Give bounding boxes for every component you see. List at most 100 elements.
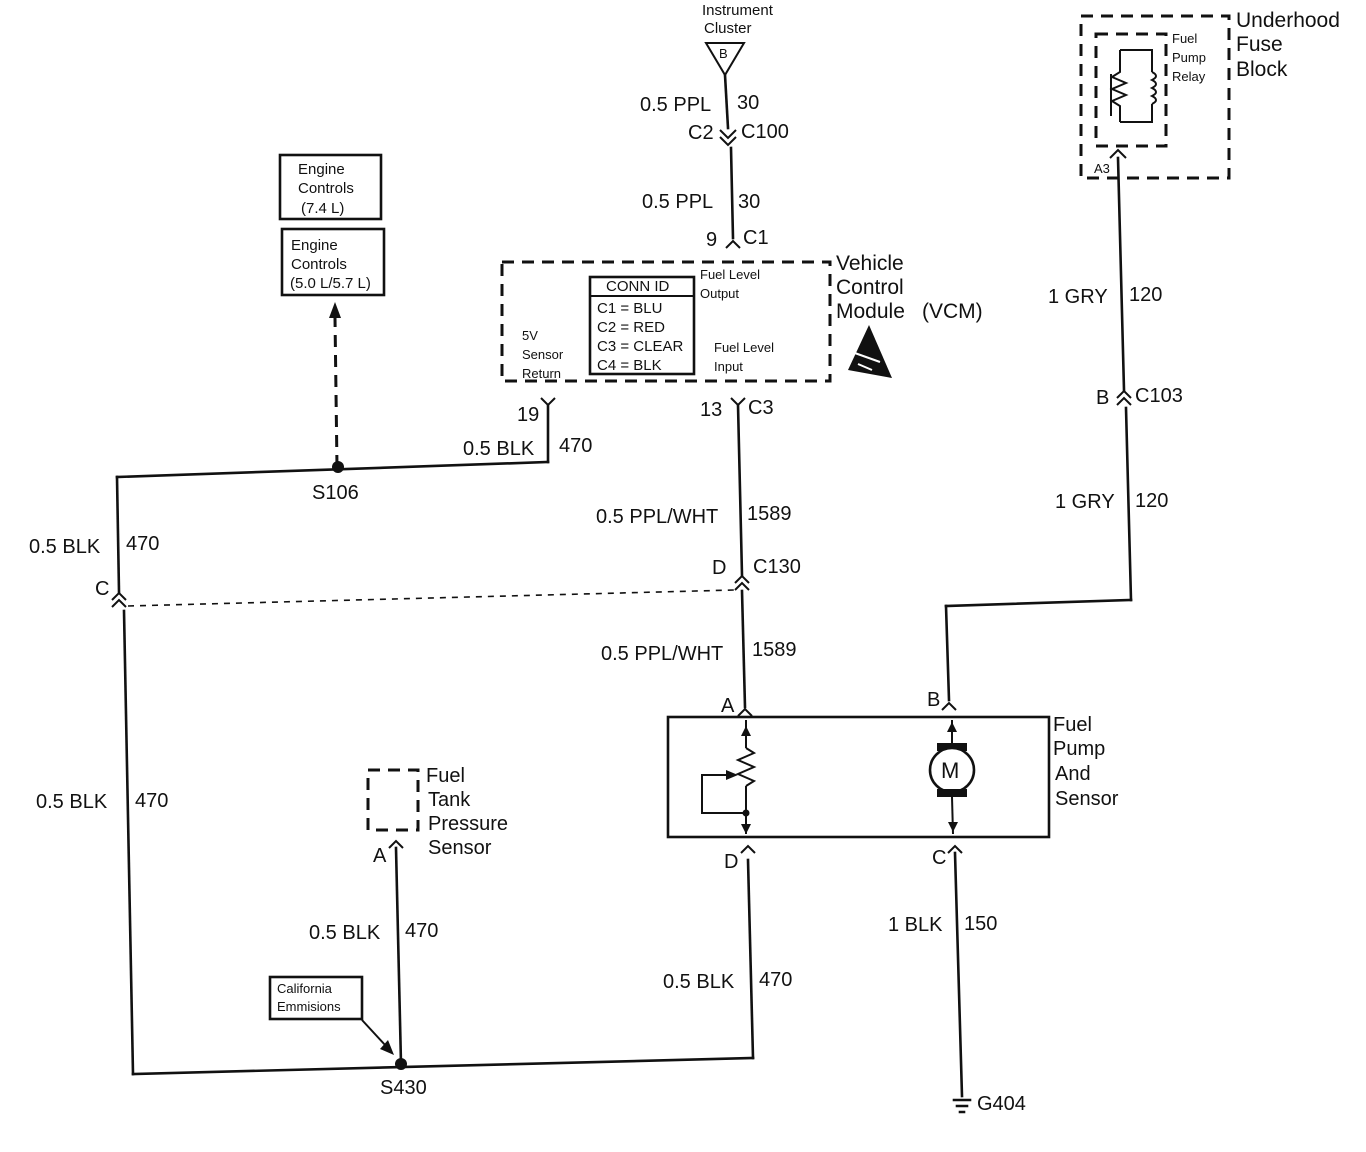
wire-30-top-circuit: 30 [737, 92, 759, 114]
vcm-pin-9: 9 [706, 229, 717, 251]
engine-controls-5-7-line2: Controls [291, 256, 347, 273]
vcm-connector-c3: C3 [748, 397, 774, 419]
vcm-sensor-return-line3: Return [522, 366, 561, 381]
circuit-120-wire: 1 GRY 120 B C103 1 GRY 120 [944, 156, 1183, 702]
vcm-fuel-level-input-line1: Fuel Level [714, 340, 774, 355]
vcm-sensor-return-line2: Sensor [522, 347, 564, 362]
splice-s430-label: S430 [380, 1077, 427, 1099]
splice-s430-dot [395, 1058, 407, 1070]
wire-120-top-gauge-color: 1 GRY [1048, 286, 1108, 308]
ftps-label-line4: Sensor [428, 837, 492, 859]
fuel-pump-module-box [666, 715, 1051, 839]
connector-c130-cavity-c: C [95, 578, 109, 600]
conn-id-row: C2 = RED [597, 319, 665, 336]
wire-120-top-circuit: 120 [1129, 284, 1162, 306]
california-note-line1: California [277, 981, 333, 996]
wire-120-bottom-circuit: 120 [1135, 490, 1168, 512]
ftps-label-line1: Fuel [426, 765, 465, 787]
fuel-pump-pin-d: D [724, 851, 738, 873]
connector-c100-name: C100 [741, 121, 789, 143]
wire-150-gauge-color: 1 BLK [888, 914, 943, 936]
wire-120-bottom-gauge-color: 1 GRY [1055, 491, 1115, 513]
wire-470-vcm-gauge-color: 0.5 BLK [463, 438, 535, 460]
fuel-pump-and-sensor: Fuel Pump And Sensor A B D C [663, 689, 1119, 993]
engine-controls-arrowhead [329, 302, 341, 318]
vcm-abbrev: (VCM) [922, 300, 983, 323]
instrument-cluster-label-line2: Cluster [704, 20, 752, 37]
connector-c130-dashed-link [127, 589, 735, 607]
wire-470-left-bottom-gauge-color: 0.5 BLK [36, 791, 108, 813]
wire-150-circuit: 150 [964, 913, 997, 935]
connector-c103-cavity: B [1096, 387, 1109, 409]
ftps-label-line3: Pressure [428, 813, 508, 835]
wire-470-pump-d-gauge-color: 0.5 BLK [663, 971, 735, 993]
conn-id-row: C3 = CLEAR [597, 338, 683, 355]
fuel-pump-pin-c: C [932, 847, 946, 869]
wire-470-pump-d-circuit: 470 [759, 969, 792, 991]
ground-g404-label: G404 [977, 1093, 1026, 1115]
wire-470-ftps-gauge-color: 0.5 BLK [309, 922, 381, 944]
fuse-block-dashed-outline [1079, 14, 1231, 180]
fuel-pump-label-line3: And [1055, 763, 1091, 785]
wire-470-vcm-circuit: 470 [559, 435, 592, 457]
engine-controls-7-4-line2: Controls [298, 180, 354, 197]
splice-s106-dot [332, 461, 344, 473]
underhood-fuse-block: Underhood Fuse Block Fuel Pump Relay A3 [1079, 9, 1340, 180]
fuel-tank-pressure-sensor: Fuel Tank Pressure Sensor A 0.5 BLK 470 [309, 765, 508, 944]
california-note-arrowhead [380, 1040, 394, 1055]
vcm-fuel-level-output-line1: Fuel Level [700, 267, 760, 282]
wire-1589-bottom-gauge-color: 0.5 PPL/WHT [601, 643, 723, 665]
engine-controls-7-4: Engine Controls (7.4 L) [278, 153, 383, 221]
connector-c1-symbol [725, 239, 741, 249]
fuel-pump-pin-a-connector [737, 707, 753, 717]
circuit-150-ground: 1 BLK 150 G404 [888, 851, 1026, 1115]
wire-1589-top-circuit: 1589 [747, 503, 792, 525]
relay-switch-and-coil [1109, 49, 1157, 123]
connector-c130-name: C130 [753, 556, 801, 578]
fuel-pump-label-line1: Fuel [1053, 714, 1092, 736]
wire-30-mid-circuit: 30 [738, 191, 760, 213]
wire-470-ftps-circuit: 470 [405, 920, 438, 942]
wire-1589-top-gauge-color: 0.5 PPL/WHT [596, 506, 718, 528]
connector-c103-symbol [1116, 389, 1132, 406]
motor-symbol: M [941, 758, 959, 783]
fuse-block-title-line1: Underhood [1236, 9, 1340, 32]
connector-c130-cavity-d: D [712, 557, 726, 579]
connector-c100-cavity: C2 [688, 122, 714, 144]
circuit-1589-wire: 0.5 PPL/WHT 1589 0.5 PPL/WHT 1589 [596, 403, 797, 709]
engine-controls-5-7-line3: (5.0 L/5.7 L) [290, 275, 371, 292]
esd-warning-icon [848, 325, 892, 378]
conn-id-row: C4 = BLK [597, 357, 662, 374]
conn-id-header: CONN ID [606, 278, 670, 295]
california-note-line2: Emmisions [277, 999, 341, 1014]
ftps-pin-a: A [373, 845, 387, 867]
relay-label-line2: Pump [1172, 50, 1206, 65]
engine-controls-5-7: Engine Controls (5.0 L/5.7 L) [280, 227, 386, 297]
instrument-cluster-pin: B [719, 46, 728, 61]
engine-controls-7-4-line1: Engine [298, 161, 345, 178]
fuel-pump-pin-a: A [721, 695, 735, 717]
fuel-pump-pin-d-connector [740, 844, 756, 854]
wire-1589-bottom-circuit: 1589 [752, 639, 797, 661]
vcm-pin-19: 19 [517, 404, 539, 426]
vcm-title-line1: Vehicle [836, 252, 904, 275]
wire-470-left-top-circuit: 470 [126, 533, 159, 555]
fuse-block-title-line2: Fuse [1236, 33, 1283, 56]
engine-controls-5-7-line1: Engine [291, 237, 338, 254]
instrument-cluster: Instrument Cluster B [702, 2, 774, 77]
fuel-pump-motor-icon: M [928, 720, 976, 835]
conn-id-table: CONN ID C1 = BLU C2 = RED C3 = CLEAR C4 … [588, 275, 696, 376]
engine-controls-dashed-link [329, 302, 341, 468]
ftps-label-line2: Tank [428, 789, 471, 811]
connector-c130-cavity-c-symbol [111, 591, 127, 608]
vcm-fuel-level-output-line2: Output [700, 286, 739, 301]
conn-id-row: C1 = BLU [597, 300, 662, 317]
fuel-level-sensor-resistor [701, 720, 757, 834]
wire-30-mid-gauge-color: 0.5 PPL [642, 191, 713, 213]
fuel-pump-pin-c-connector [947, 844, 963, 854]
ground-icon [952, 1098, 972, 1114]
vcm-pin-13: 13 [700, 399, 722, 421]
fuel-pump-label-line2: Pump [1053, 738, 1105, 760]
circuit-30-wire: 0.5 PPL 30 C2 C100 0.5 PPL 30 9 C1 [640, 73, 789, 251]
